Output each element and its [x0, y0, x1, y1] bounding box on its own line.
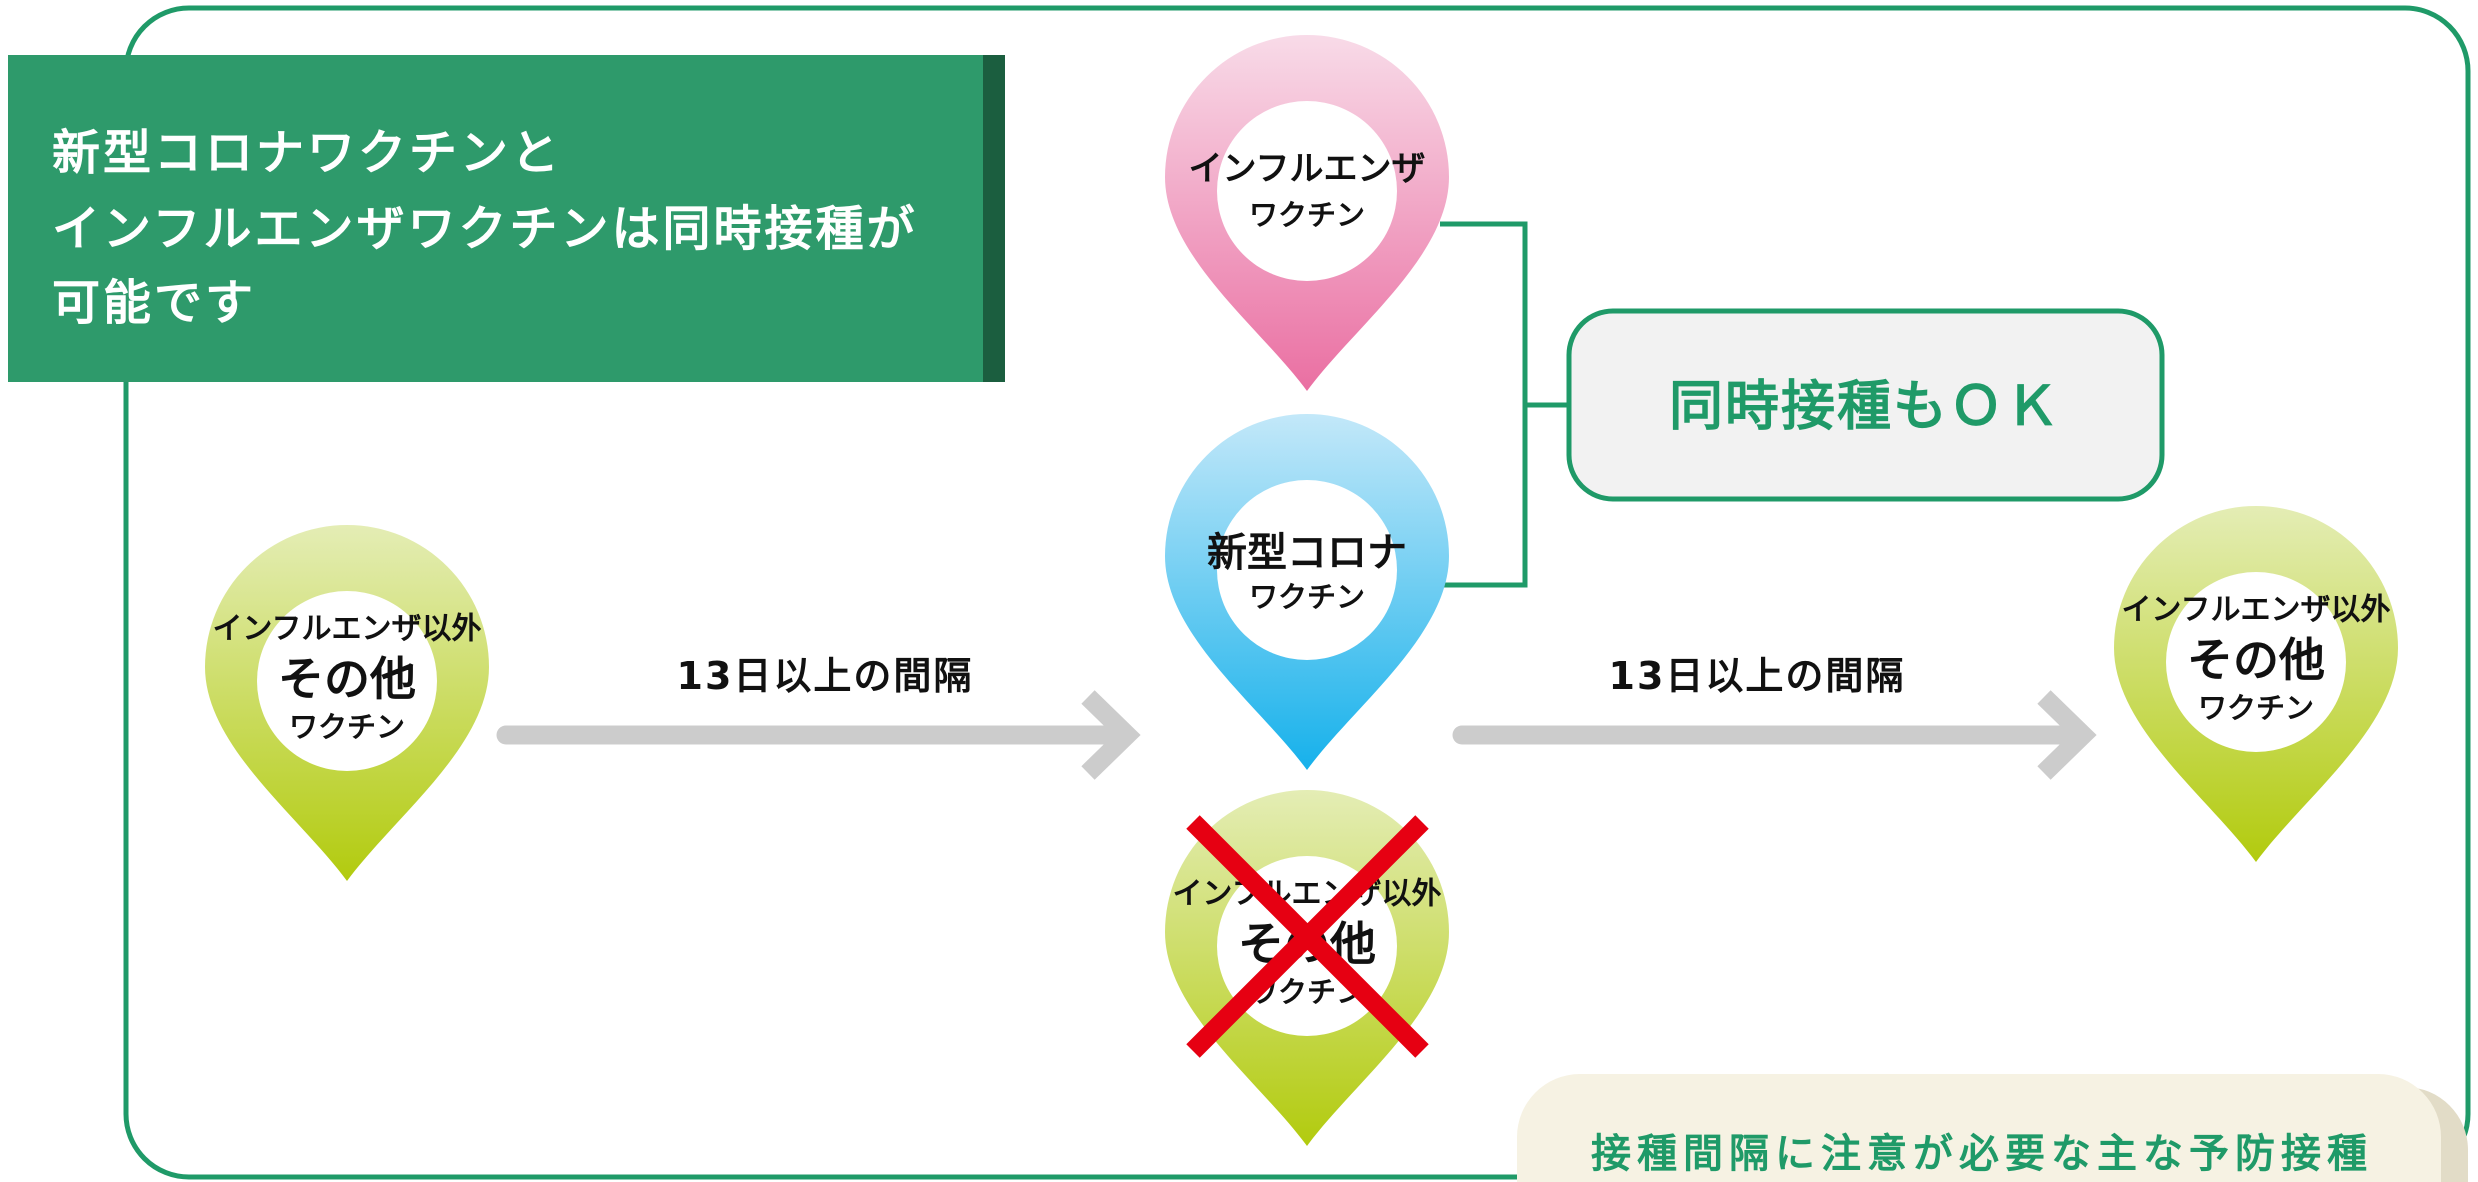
- arrow-head-icon: [2037, 690, 2097, 780]
- interval-arrow-before: [496, 690, 1141, 780]
- not-allowed-cross-icon: [1186, 815, 1429, 1058]
- pin-influenza-vaccine: インフルエンザ ワクチン: [1165, 35, 1449, 391]
- interval-label-after: 13日以上の間隔: [1609, 654, 1906, 698]
- pin-label-line-3: ワクチン: [289, 710, 405, 744]
- pin-other-vaccine-before: インフルエンザ以外 その他 ワクチン: [205, 525, 489, 881]
- pin-covid-vaccine: 新型コロナ ワクチン: [1165, 414, 1449, 770]
- pin-label-line-1: インフルエンザ以外: [2121, 593, 2390, 628]
- pin-other-vaccine-after: インフルエンザ以外 その他 ワクチン: [2114, 506, 2398, 862]
- pin-label-line-1: インフルエンザ: [1189, 149, 1426, 189]
- simultaneous-ok-box: 同時接種もＯＫ: [1566, 308, 2165, 502]
- title-line-1: 新型コロナワクチンと: [52, 125, 562, 181]
- interval-arrow-after: [1452, 690, 2097, 780]
- title-banner: 新型コロナワクチンと インフルエンザワクチンは同時接種が 可能です: [8, 55, 1005, 382]
- pin-label-line-1: インフルエンザ以外: [1172, 877, 1441, 912]
- title-line-2: インフルエンザワクチンは同時接種が: [52, 201, 918, 257]
- pin-inner-circle: [1217, 480, 1397, 660]
- arrow-head-icon: [1081, 690, 1141, 780]
- interval-label-before: 13日以上の間隔: [677, 654, 974, 698]
- footer-heading: 接種間隔に注意が必要な主な予防接種: [1591, 1131, 2373, 1177]
- pin-label-line-2: ワクチン: [1249, 198, 1365, 232]
- footer-box-background: [1517, 1074, 2441, 1182]
- footer-note-box: 接種間隔に注意が必要な主な予防接種: [1517, 1074, 2468, 1182]
- cross-stroke-2: [1186, 815, 1429, 1058]
- pin-label-line-1: 新型コロナ: [1207, 530, 1407, 576]
- pin-label-line-2: その他: [2187, 633, 2325, 687]
- pin-label-line-1: インフルエンザ以外: [212, 612, 481, 647]
- pin-label-line-2: その他: [278, 652, 416, 706]
- pin-label-line-2: ワクチン: [1249, 580, 1365, 614]
- ok-box-background: [1566, 308, 2165, 502]
- pin-label-line-3: ワクチン: [2198, 691, 2314, 725]
- pin-inner-circle: [2166, 572, 2346, 752]
- title-banner-background: [8, 55, 983, 382]
- ok-box-label: 同時接種もＯＫ: [1669, 375, 2061, 438]
- title-line-3: 可能です: [52, 275, 256, 331]
- pin-inner-circle: [1217, 101, 1397, 281]
- pin-inner-circle: [257, 591, 437, 771]
- outer-frame: [123, 5, 2471, 1180]
- title-banner-edge: [983, 55, 1005, 382]
- simultaneous-connector-bracket: [1440, 221, 1569, 588]
